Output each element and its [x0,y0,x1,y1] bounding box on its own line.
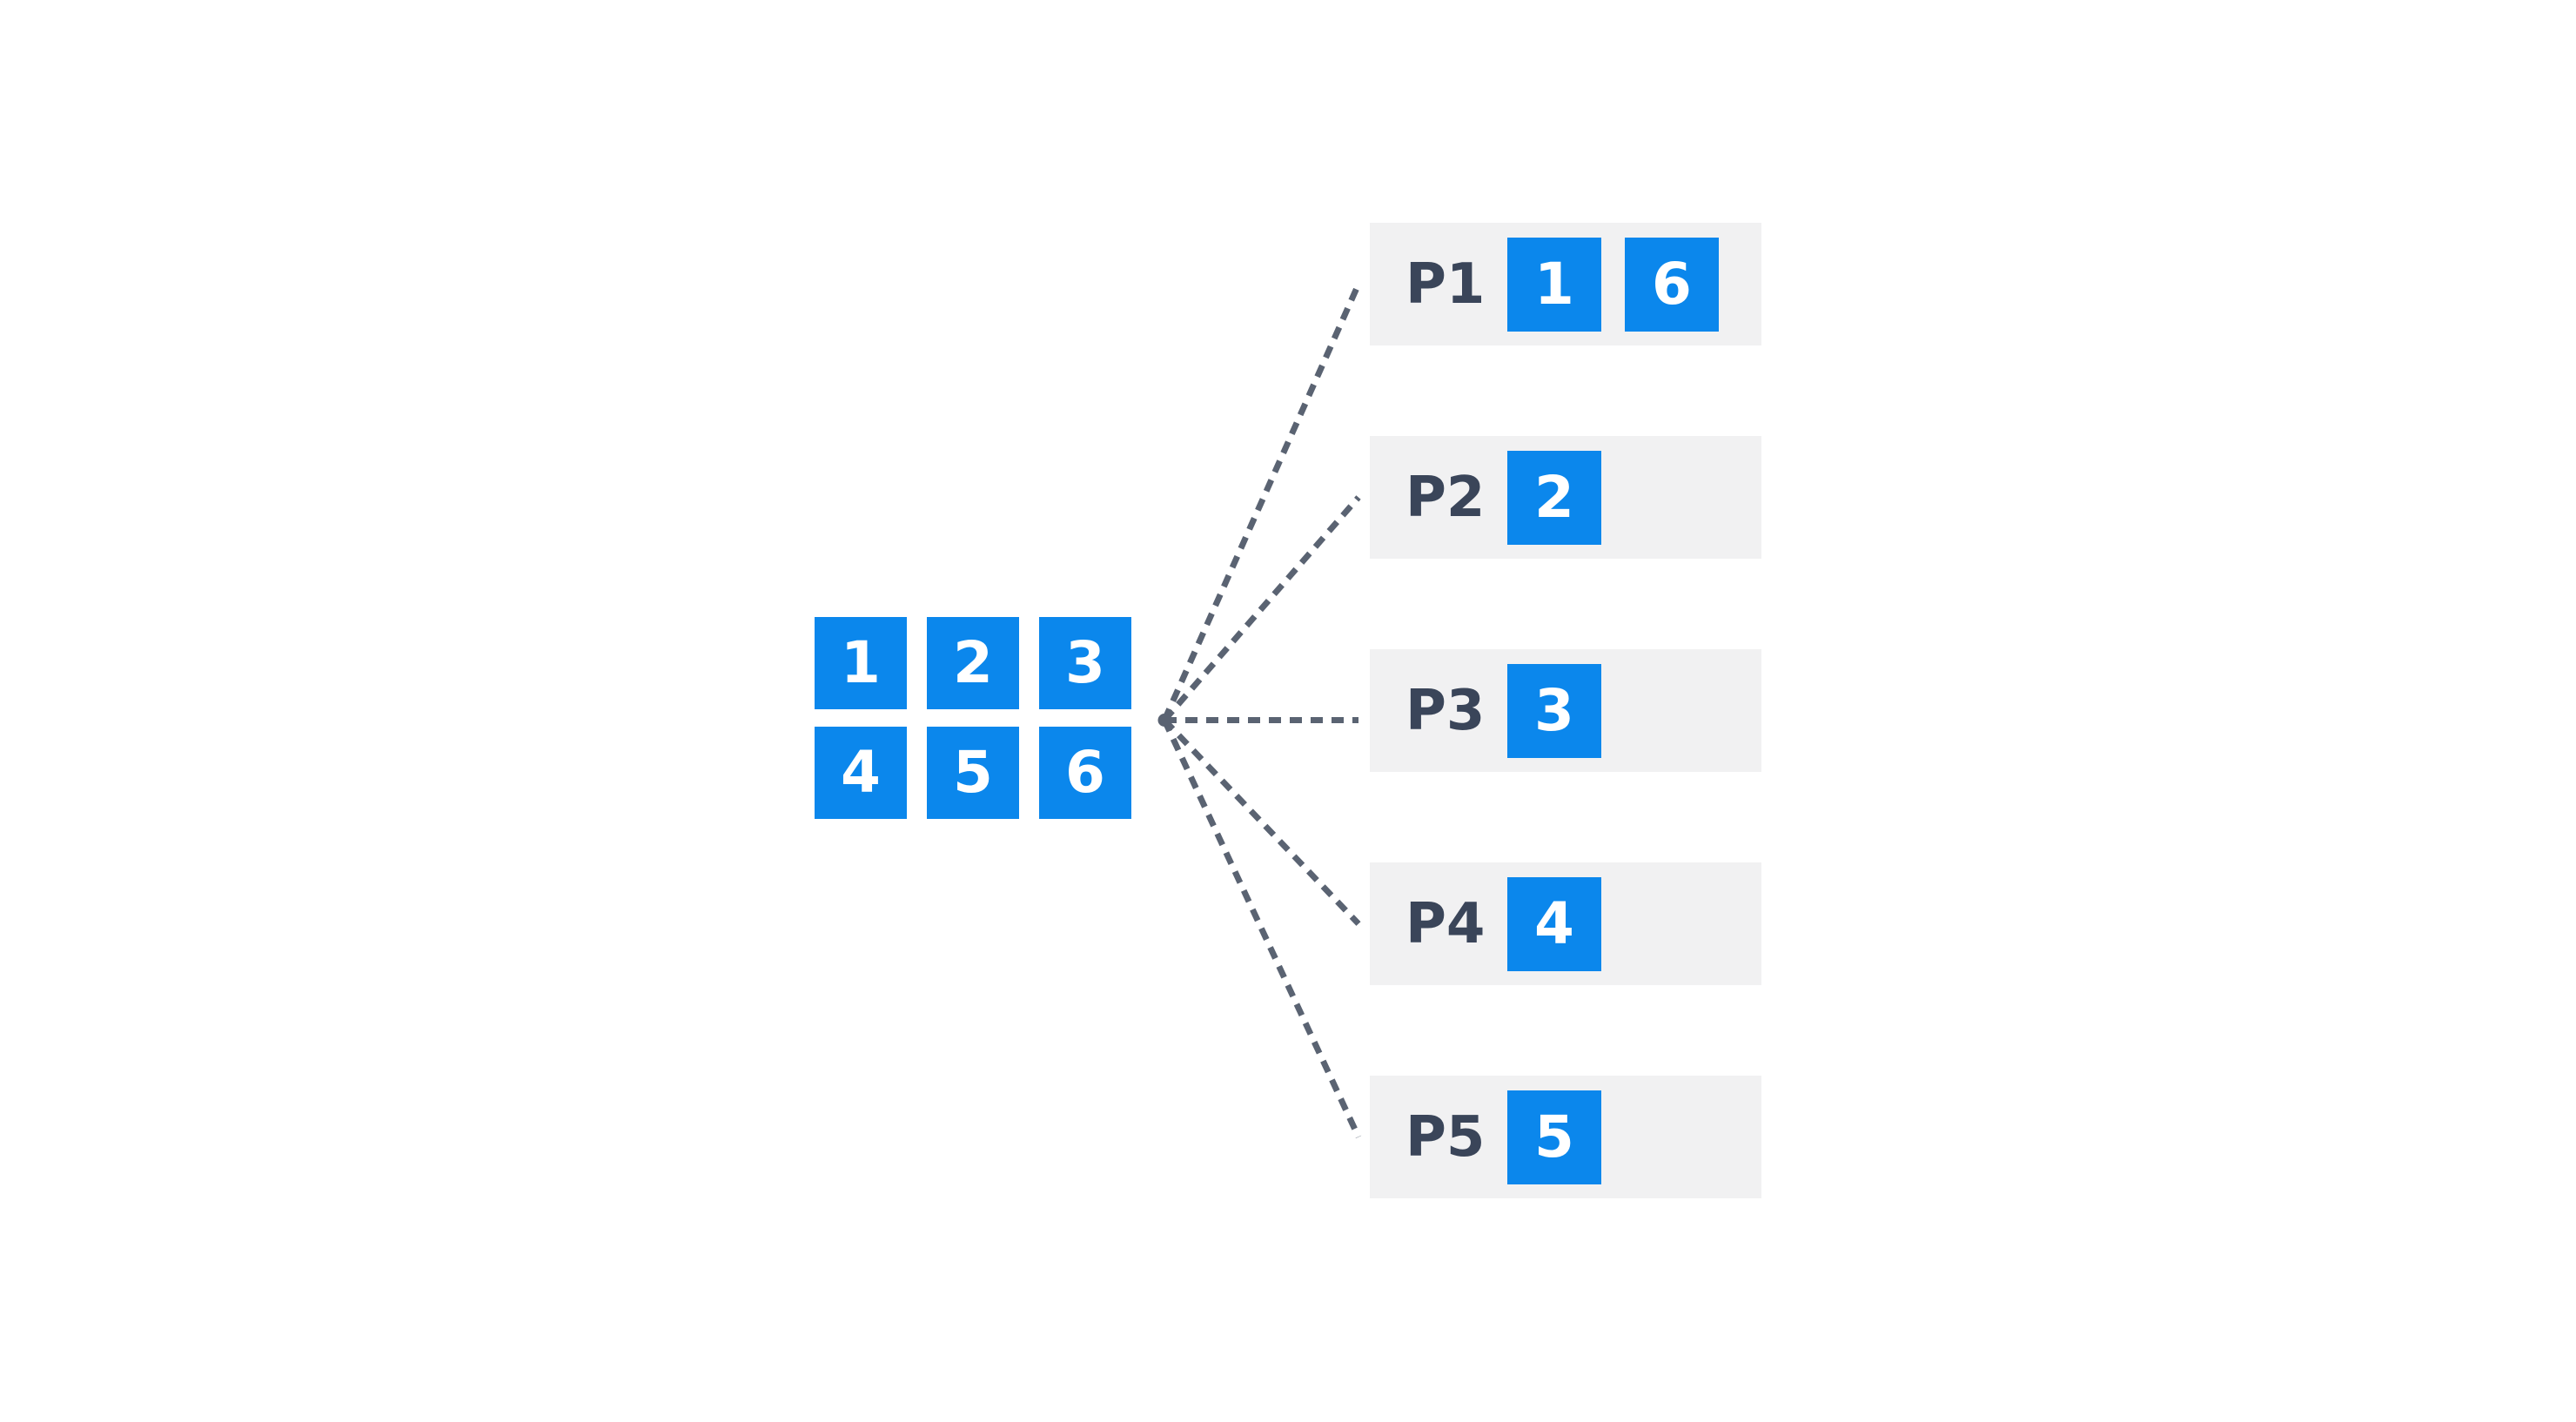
assigned-task-cell: 6 [1625,237,1719,332]
task-cell: 6 [1039,727,1131,819]
process-row: P3 3 [1370,649,1761,772]
fanout-origin-dot-icon [1157,714,1171,727]
task-cell: 5 [927,727,1019,819]
assigned-task-cell: 3 [1507,663,1601,758]
process-row: P2 2 [1370,436,1761,559]
task-cell: 1 [815,617,907,709]
process-label: P4 [1405,891,1486,956]
process-label: P2 [1405,465,1486,530]
connector-line [1161,283,1362,721]
connector-line [1161,719,1362,1138]
assigned-tasks: 2 [1507,450,1601,545]
assigned-task-cell: 5 [1507,1090,1601,1184]
process-row: P4 4 [1370,862,1761,985]
process-label: P1 [1405,252,1486,317]
connector-line [1162,495,1361,722]
assigned-tasks: 3 [1507,663,1601,758]
assigned-task-cell: 1 [1507,237,1601,332]
assigned-task-cell: 4 [1507,876,1601,971]
assigned-tasks: 4 [1507,876,1601,971]
assigned-task-cell: 2 [1507,450,1601,545]
task-cell: 4 [815,727,907,819]
process-label: P3 [1405,678,1486,743]
task-cell: 3 [1039,617,1131,709]
process-row: P5 5 [1370,1076,1761,1198]
connector-line [1162,718,1361,926]
process-label: P5 [1405,1104,1486,1170]
task-cell: 2 [927,617,1019,709]
assigned-tasks: 5 [1507,1090,1601,1184]
